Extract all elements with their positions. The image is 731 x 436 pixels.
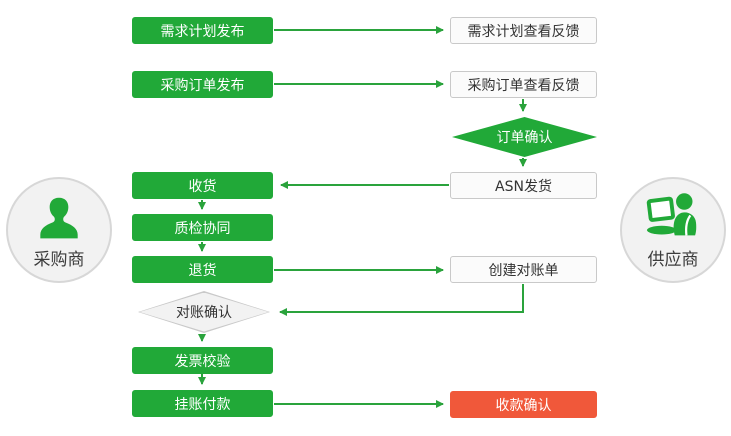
person-body — [673, 212, 697, 236]
laptop-screen — [646, 196, 675, 222]
diamond-order-confirm-label: 订单确认 — [496, 130, 553, 146]
node-po-feedback: 采购订单查看反馈 — [450, 71, 597, 98]
node-invoice-check: 发票校验 — [132, 347, 273, 374]
user-laptop-icon — [646, 193, 697, 236]
actor-buyer-label: 采购商 — [33, 250, 85, 270]
node-receive-goods: 收货 — [132, 172, 273, 199]
user-icon — [40, 197, 78, 239]
node-return-goods: 退货 — [132, 256, 273, 283]
diamond-statement-confirm-label: 对账确认 — [176, 305, 232, 321]
node-po-publish: 采购订单发布 — [132, 71, 273, 98]
node-demand-plan-feedback: 需求计划查看反馈 — [450, 17, 597, 44]
node-asn-ship: ASN发货 — [450, 172, 597, 199]
laptop-base — [647, 225, 677, 235]
diamond-order-confirm: 订单确认 — [452, 117, 597, 157]
node-book-payment: 挂账付款 — [132, 390, 273, 417]
user-silhouette — [40, 197, 78, 239]
actor-supplier: 供应商 — [620, 177, 726, 283]
node-create-statement: 创建对账单 — [450, 256, 597, 283]
actor-buyer: 采购商 — [6, 177, 112, 283]
person-arm-outline — [685, 214, 692, 236]
node-demand-plan-publish: 需求计划发布 — [132, 17, 273, 44]
node-receipt-confirm: 收款确认 — [450, 391, 597, 418]
diamond-statement-confirm: 对账确认 — [138, 291, 270, 333]
actor-supplier-label: 供应商 — [647, 250, 699, 270]
arrow-statement-to-confirm — [279, 284, 524, 316]
person-head — [676, 193, 693, 210]
node-quality-check: 质检协同 — [132, 214, 273, 241]
